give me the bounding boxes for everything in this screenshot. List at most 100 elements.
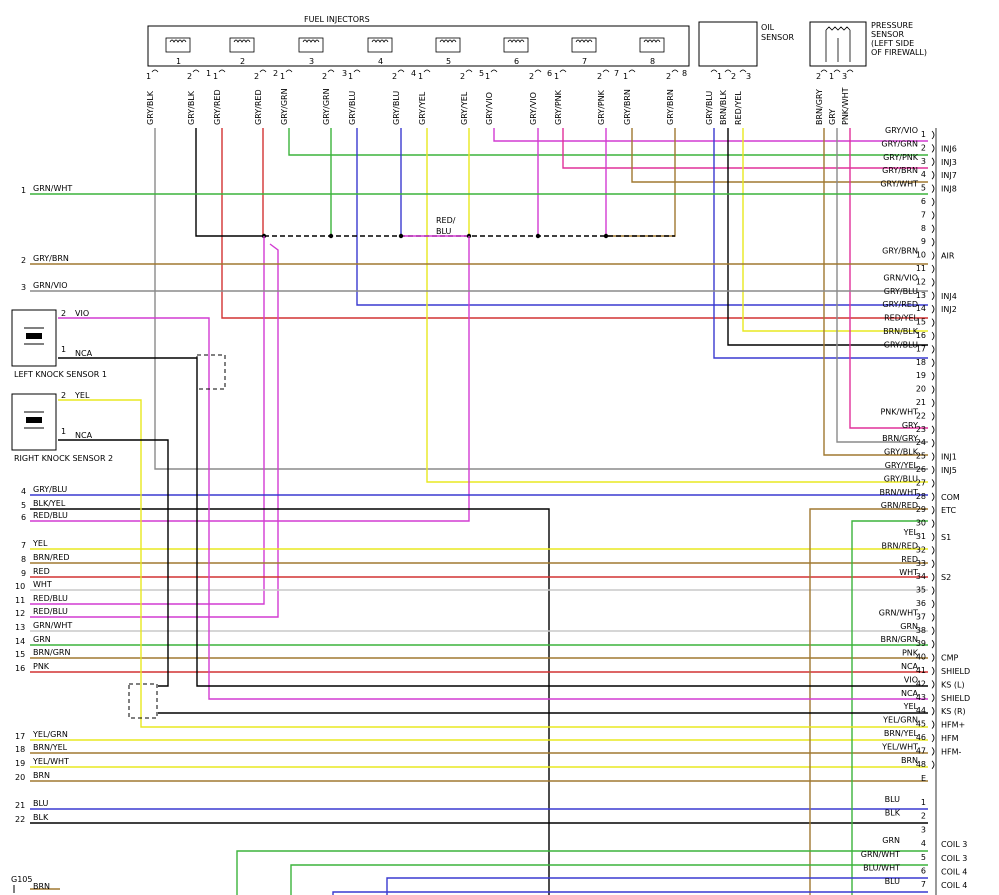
ecm-pin-wire-label: GRY/GRN: [881, 139, 918, 148]
injector-pin-number: 2: [392, 72, 397, 81]
ecm-pin-wire-label: RED/YEL: [884, 314, 918, 323]
left-knock-sensor-name: LEFT KNOCK SENSOR 1: [14, 370, 107, 379]
pressure-sensor-title: OF FIREWALL): [871, 48, 927, 57]
ecm-pin-stub: [931, 304, 935, 314]
wire-coil4-blu-wht: [386, 877, 928, 895]
left-wire-number: 16: [15, 664, 25, 673]
pressure-sensor-pin-stub: [846, 69, 854, 73]
wire-inj4-gry-blu: [356, 128, 928, 306]
ecm-pin-stub: [931, 425, 935, 435]
ecm-pin-wire-label: GRY/VIO: [885, 126, 918, 135]
connector-e-group-label: COIL 4: [941, 868, 967, 877]
ecm-pin-group-label: AIR: [941, 252, 955, 261]
ecm-pin-stub: [931, 345, 935, 354]
ecm-pin-stub: [931, 412, 935, 421]
connector-e-pin-number: 3: [921, 825, 926, 834]
injector-coil-icon: [298, 37, 324, 53]
injector-pin-stub: [423, 69, 431, 73]
injector-coil-icon: [435, 37, 461, 53]
injector-wire-label: GRY/VIO: [529, 92, 538, 125]
ecm-pin-stub: [931, 197, 935, 207]
wire-prs-pnk-wht: [849, 128, 928, 429]
ecm-pin-number: 18: [916, 358, 926, 367]
ecm-pin-group-label: COM: [941, 493, 960, 502]
ecm-pin-stub: [931, 613, 935, 622]
ecm-pin-stub: [931, 599, 935, 609]
left-wire-label: BRN/GRN: [33, 648, 70, 657]
ecm-pin-stub: [931, 170, 935, 180]
right-knock-sensor-name: RIGHT KNOCK SENSOR 2: [14, 454, 113, 463]
ecm-pin-stub: [931, 586, 935, 595]
injector-label: 3: [309, 57, 314, 66]
wire-inj7-gry-pnk: [562, 128, 928, 169]
injector-coil-icon: [367, 37, 393, 53]
ecm-pin-wire-label: NCA: [901, 689, 919, 698]
ecm-pin-stub: [931, 184, 935, 193]
left-wire-number: 17: [15, 732, 25, 741]
ecm-pin-stub: [931, 371, 935, 381]
injector-wire-label: GRY/BLU: [392, 91, 401, 125]
ecm-pin-number: 10: [916, 251, 926, 260]
ecm-pin-group-label: S1: [941, 533, 951, 542]
ecm-pin-number: 40: [916, 653, 926, 662]
left-wire-number: 22: [15, 815, 25, 824]
injector-label: 5: [446, 57, 451, 66]
knock-sensor-crystal-icon: [26, 333, 42, 339]
ecm-pin-wire-label: GRY/BLK: [884, 448, 919, 457]
left-wire-number: 21: [15, 801, 25, 810]
ecm-pin-stub: [931, 465, 935, 475]
wire-etc-grn-red: [851, 520, 928, 895]
injector-label: 7: [582, 57, 587, 66]
injector-pin-stub: [534, 69, 542, 73]
ecm-pin-number: 47: [916, 746, 926, 755]
ecm-pin-group-label: INJ4: [941, 292, 957, 301]
oil-sensor-title-2: SENSOR: [761, 33, 794, 42]
left-wire-number: 6: [21, 513, 26, 522]
ecm-pin-stub: [931, 505, 935, 515]
left-wire-label: RED/BLU: [33, 607, 68, 616]
ecm-pin-wire-label: GRN: [900, 622, 918, 631]
injector-label: 8: [650, 57, 655, 66]
ecm-pin-group-label: INJ5: [941, 466, 957, 475]
ecm-pin-number: 14: [916, 304, 926, 313]
left-wire-number: 3: [21, 283, 26, 292]
left-wire-number: 19: [15, 759, 25, 768]
ecm-pin-group-label: ETC: [941, 506, 956, 515]
right-knock-pin-1: 1: [61, 427, 66, 436]
injector-pin-number: 2: [322, 72, 327, 81]
left-wire-number: 9: [21, 569, 26, 578]
left-wire-label: WHT: [33, 580, 52, 589]
ecm-pin-stub: [931, 693, 935, 703]
left-wire-label: RED: [33, 567, 50, 576]
pressure-sensor-pin: 1: [829, 72, 834, 81]
injector-side-number: 3: [342, 69, 347, 78]
ecm-pin-wire-label: PNK/WHT: [880, 407, 918, 416]
ecm-pin-group-label: HFM-: [941, 747, 962, 756]
splice-label-1: RED/: [436, 216, 456, 225]
ecm-pin-wire-label: GRN/WHT: [879, 608, 918, 617]
ecm-pin-number: 36: [916, 599, 926, 608]
ecm-pin-stub: [931, 385, 935, 394]
ecm-pin-stub: [931, 747, 935, 756]
left-wire-label: GRY/BRN: [33, 254, 69, 263]
ecm-pin-wire-label: PNK: [902, 649, 919, 658]
injector-pin-number: 1: [485, 72, 490, 81]
left-wire-label: BLU: [33, 799, 49, 808]
ecm-pin-stub: [931, 237, 935, 247]
left-wire-label: RED/BLU: [33, 511, 68, 520]
injector-wire-label: GRY/YEL: [418, 91, 427, 125]
left-wire-number: 18: [15, 745, 25, 754]
connector-e-wire-label: BLK: [885, 809, 901, 818]
ecm-pin-group-label: KS (R): [941, 707, 966, 716]
left-wire-number: 13: [15, 623, 25, 632]
wire-ks-right-yel: [58, 399, 928, 728]
ecm-pin-stub: [931, 666, 935, 676]
ecm-pin-number: 1: [921, 130, 926, 139]
ecm-pin-number: 26: [916, 465, 926, 474]
wire-inj1-gry-blk: [154, 128, 928, 470]
left-knock-wire-nca: NCA: [75, 349, 93, 358]
wire-coil3-grn-wht: [290, 864, 928, 895]
ecm-pin-group-label: INJ7: [941, 171, 957, 180]
ecm-pin-number: 41: [916, 666, 926, 675]
injector-side-number: 5: [479, 69, 484, 78]
